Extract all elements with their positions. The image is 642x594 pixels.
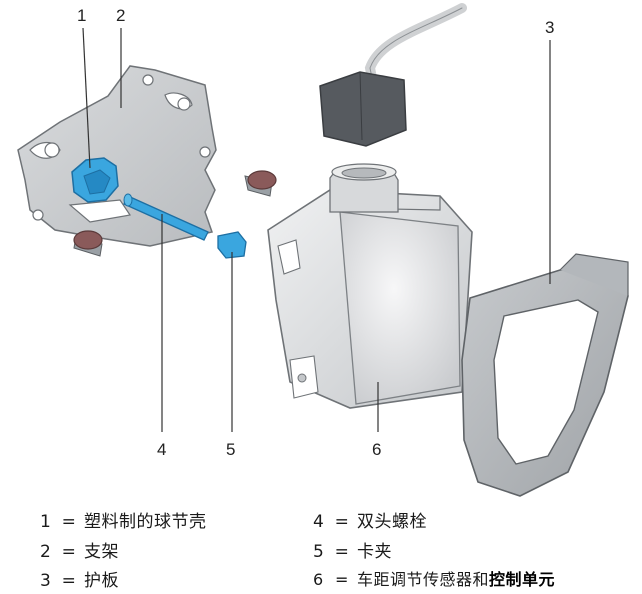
legend-label-bold: 控制单元 xyxy=(489,570,556,589)
legend-item-5: 5 = 卡夹 xyxy=(313,537,392,562)
legend-item-6: 6 = 车距调节传感器和控制单元 xyxy=(313,566,555,590)
legend-equals: = xyxy=(334,542,350,562)
callout-2: 2 xyxy=(116,6,126,25)
legend-label: 支架 xyxy=(84,542,119,562)
callout-3: 3 xyxy=(545,18,555,37)
legend-equals: = xyxy=(61,512,77,532)
legend-label: 车距调节传感器和 xyxy=(357,570,490,589)
legend-label: 护板 xyxy=(84,571,119,591)
legend-equals: = xyxy=(61,542,77,562)
legend-number: 1 xyxy=(40,512,52,532)
callout-4: 4 xyxy=(157,440,167,459)
leader-lines xyxy=(82,27,551,432)
cover-frame-part xyxy=(461,253,629,497)
callout-1: 1 xyxy=(77,6,87,25)
stud-bolt-part xyxy=(123,193,209,241)
clip-part xyxy=(217,231,247,259)
legend-number: 3 xyxy=(40,571,52,591)
legend-label: 双头螺栓 xyxy=(357,512,427,532)
legend-equals: = xyxy=(61,571,77,591)
cable-connector xyxy=(319,3,467,147)
leader-line-1 xyxy=(82,27,91,169)
legend-item-3: 3 = 护板 xyxy=(40,566,119,591)
legend-item-2: 2 = 支架 xyxy=(40,537,119,562)
legend-number: 4 xyxy=(313,512,325,532)
screw-lower xyxy=(73,230,103,257)
sensor-control-unit-part xyxy=(267,163,473,409)
legend-number: 5 xyxy=(313,542,325,562)
legend-label: 卡夹 xyxy=(357,542,392,562)
legend-item-1: 1 = 塑料制的球节壳 xyxy=(40,507,207,532)
legend-label: 塑料制的球节壳 xyxy=(84,512,207,532)
ball-socket-part xyxy=(71,157,119,203)
legend-number: 2 xyxy=(40,542,52,562)
legend-equals: = xyxy=(334,512,350,532)
screw-upper xyxy=(244,170,277,197)
legend-equals: = xyxy=(335,570,349,589)
callout-6: 6 xyxy=(372,440,382,459)
legend-item-4: 4 = 双头螺栓 xyxy=(313,507,427,532)
legend-number: 6 xyxy=(313,570,324,589)
callout-5: 5 xyxy=(226,440,236,459)
bracket-part xyxy=(17,65,217,247)
